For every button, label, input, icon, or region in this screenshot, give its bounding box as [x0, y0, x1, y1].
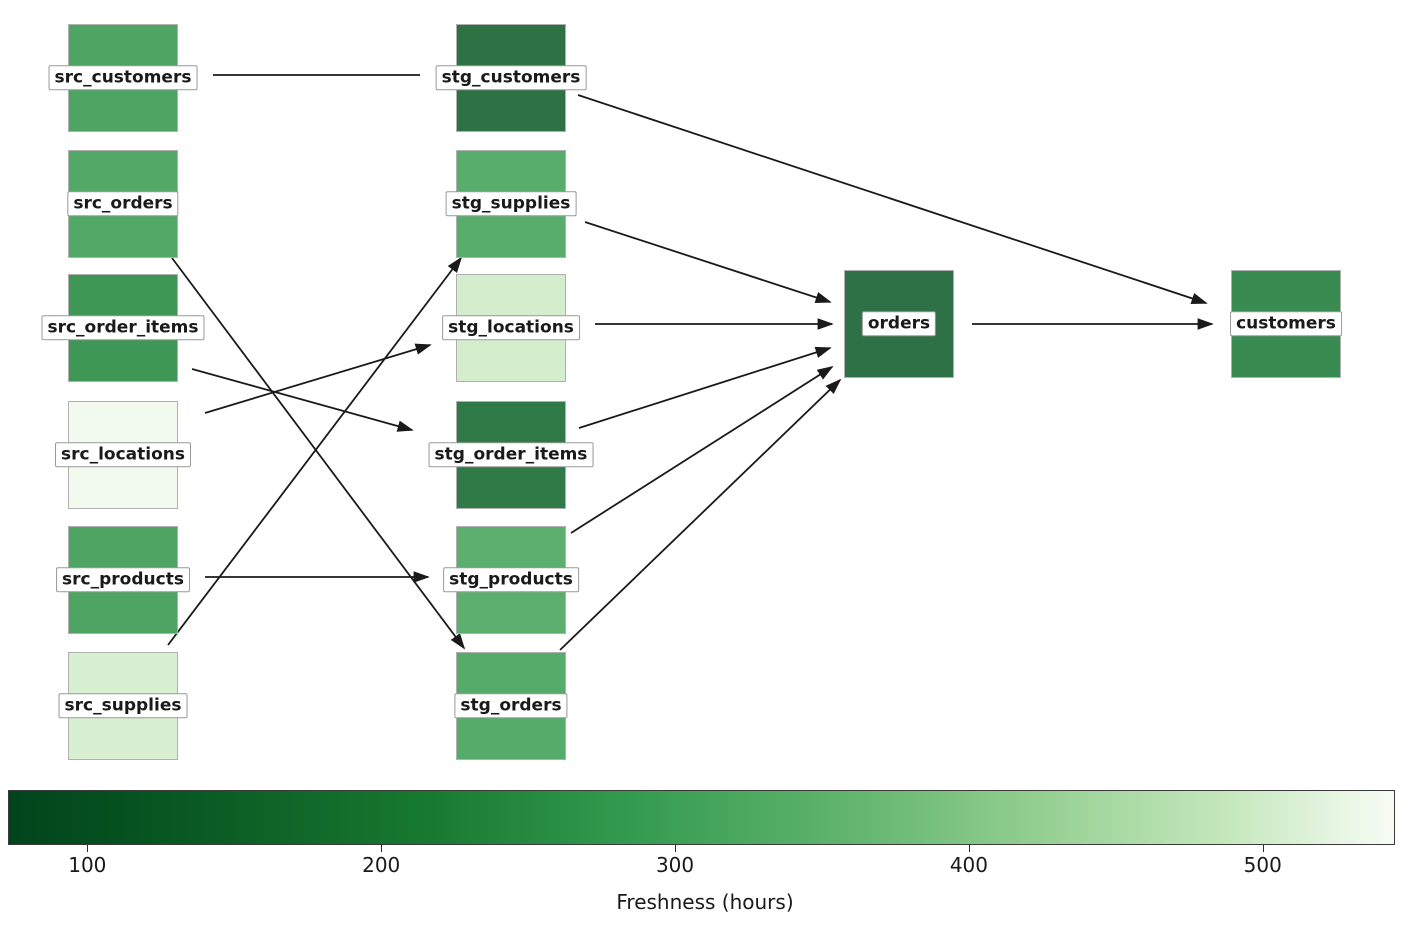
- colorbar-ticks: 100 200 300 400 500: [0, 845, 1410, 885]
- node-label-stg_supplies[interactable]: stg_supplies: [445, 191, 577, 217]
- node-label-src_locations[interactable]: src_locations: [55, 442, 191, 468]
- edge-src_supplies-to-stg_supplies: [167, 256, 463, 646]
- edge-src_locations-to-stg_locations: [204, 343, 432, 414]
- colorbar-tick-label: 400: [949, 853, 988, 877]
- node-label-customers[interactable]: customers: [1230, 311, 1342, 337]
- colorbar-tick-label: 200: [362, 853, 401, 877]
- colorbar-tick-label: 500: [1243, 853, 1282, 877]
- edge-stg_order_items-to-orders: [578, 346, 832, 429]
- node-label-orders[interactable]: orders: [861, 311, 937, 337]
- node-label-stg_orders[interactable]: stg_orders: [454, 693, 568, 719]
- node-label-stg_order_items[interactable]: stg_order_items: [428, 442, 594, 468]
- node-label-stg_customers[interactable]: stg_customers: [435, 65, 587, 91]
- colorbar-tick-label: 300: [655, 853, 695, 877]
- node-label-src_orders[interactable]: src_orders: [67, 191, 179, 217]
- colorbar-tick-mark: [381, 845, 383, 852]
- edge-group: [167, 74, 1214, 651]
- edge-src_order_items-to-stg_order_items: [191, 368, 414, 432]
- node-label-src_products[interactable]: src_products: [56, 567, 190, 593]
- colorbar-gradient: [8, 790, 1395, 845]
- edge-stg_orders-to-orders: [559, 378, 842, 651]
- colorbar-tick-mark: [675, 845, 677, 852]
- colorbar-tick-label: 100: [68, 853, 107, 877]
- colorbar-tick-mark: [1262, 845, 1264, 852]
- node-label-stg_locations[interactable]: stg_locations: [442, 315, 580, 341]
- node-label-src_supplies[interactable]: src_supplies: [58, 693, 188, 719]
- edge-stg_supplies-to-orders: [584, 221, 832, 304]
- colorbar-tick-mark: [968, 845, 970, 852]
- node-label-src_order_items[interactable]: src_order_items: [41, 315, 205, 341]
- edge-src_orders-to-stg_orders: [171, 257, 466, 650]
- edge-stg_products-to-orders: [570, 366, 834, 534]
- node-label-stg_products[interactable]: stg_products: [443, 567, 579, 593]
- node-label-src_customers[interactable]: src_customers: [48, 65, 198, 91]
- colorbar: 100 200 300 400 500 Freshness (hours): [0, 780, 1410, 926]
- edge-layer: [167, 74, 1214, 651]
- colorbar-axis-label: Freshness (hours): [616, 890, 794, 914]
- colorbar-tick-mark: [87, 845, 89, 852]
